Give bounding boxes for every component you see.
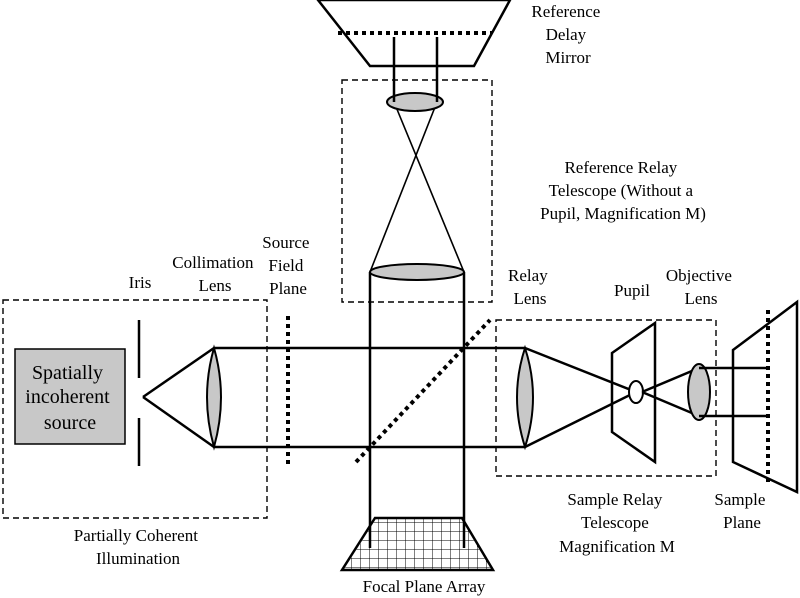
sample-plane-label: Sample Plane xyxy=(714,490,769,532)
pupil-aperture xyxy=(628,380,644,404)
sample-relay-telescope-label: Sample Relay Telescope Magnification M xyxy=(559,490,675,556)
partially-coherent-illumination-label: Partially Coherent Illumination xyxy=(74,526,202,568)
relay-lens xyxy=(516,344,534,451)
relay-cone-upper xyxy=(524,346,637,394)
objective-lens xyxy=(687,363,711,421)
reference-ray-b xyxy=(393,101,465,273)
objective-cone-upper xyxy=(641,366,700,394)
focal-plane-array-label: Focal Plane Array xyxy=(363,577,486,596)
source-box xyxy=(14,348,126,445)
reference-delay-mirror xyxy=(316,0,512,68)
source-field-plane-label: Source Field Plane xyxy=(262,233,313,298)
reference-relay-lens-lower xyxy=(369,263,465,281)
beam-splitter xyxy=(354,318,492,464)
source-cone-lower xyxy=(142,395,215,449)
collimation-lens-label: Collimation Lens xyxy=(172,253,257,295)
reference-telescope-box xyxy=(341,79,493,303)
reference-delay-mirror-label: Reference Delay Mirror xyxy=(531,2,604,67)
relay-lens-label: Relay Lens xyxy=(508,266,552,308)
pupil-element xyxy=(610,320,657,465)
relay-cone-lower xyxy=(524,390,637,449)
source-label: Spatially incoherent source xyxy=(25,362,114,434)
objective-lens-label: Objective Lens xyxy=(666,266,736,308)
reference-ray-a xyxy=(369,101,438,273)
objective-cone-lower xyxy=(641,390,700,418)
source-cone-upper xyxy=(142,346,215,399)
illumination-box xyxy=(2,299,268,519)
focal-plane-array xyxy=(339,516,496,572)
sample-plane-element xyxy=(731,299,799,494)
iris-label: Iris xyxy=(129,273,152,292)
reference-relay-lens-upper xyxy=(386,92,444,112)
reference-relay-telescope-label: Reference Relay Telescope (Without a Pup… xyxy=(540,158,706,223)
sample-telescope-box xyxy=(495,319,717,477)
pupil-label: Pupil xyxy=(614,281,650,300)
collimation-lens xyxy=(206,344,222,451)
